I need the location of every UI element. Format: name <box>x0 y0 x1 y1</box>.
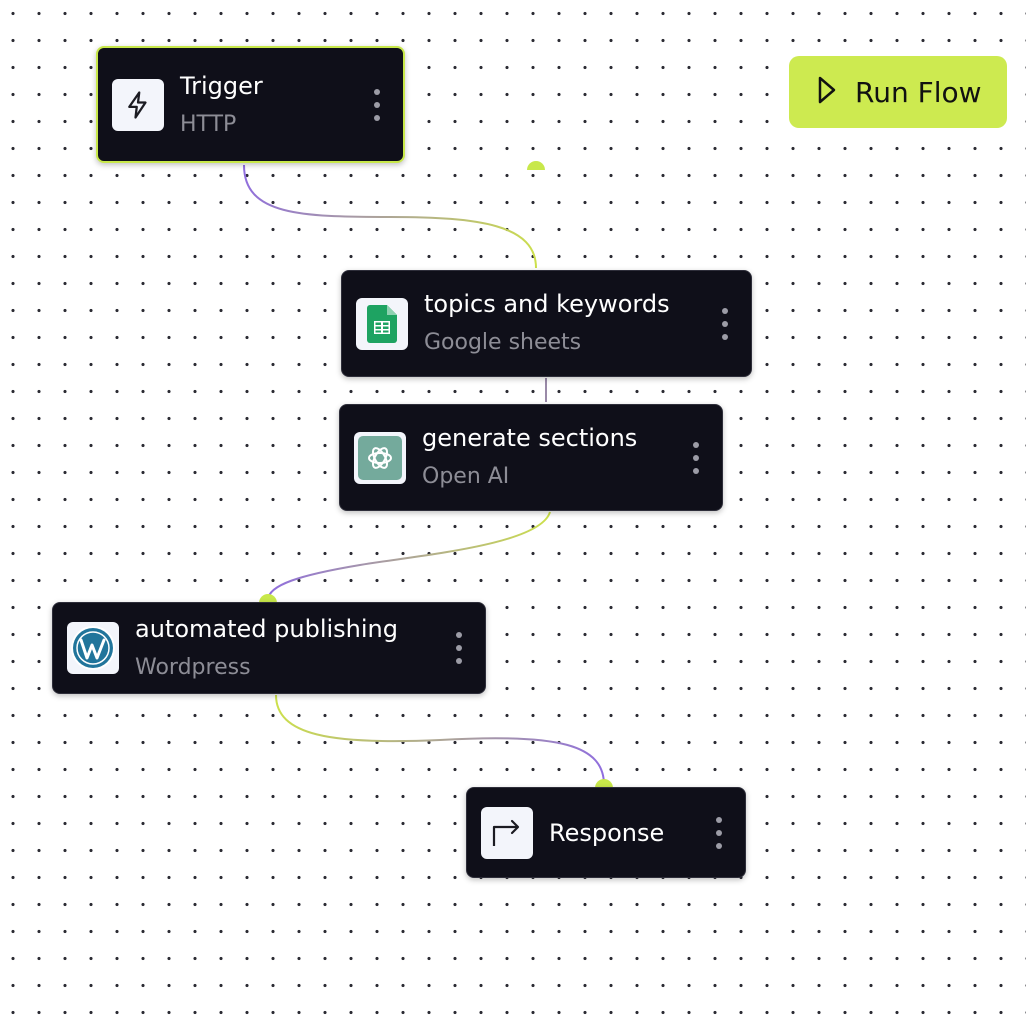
more-options-icon[interactable] <box>692 441 700 474</box>
edge-trigger-to-topics <box>243 164 537 269</box>
edge-generate-to-publishing <box>267 511 551 601</box>
run-flow-button[interactable]: Run Flow <box>789 56 1007 128</box>
node-title: topics and keywords <box>424 290 670 318</box>
node-title: generate sections <box>422 424 638 452</box>
more-options-icon[interactable] <box>455 632 463 664</box>
lightning-bolt-icon <box>112 78 164 131</box>
node-trigger[interactable]: Trigger HTTP <box>96 46 405 163</box>
openai-icon <box>354 431 406 484</box>
run-flow-label: Run Flow <box>855 75 982 109</box>
node-subtitle: Open AI <box>422 464 510 489</box>
return-arrow-icon <box>481 806 533 859</box>
node-subtitle: Google sheets <box>424 330 582 355</box>
node-response[interactable]: Response <box>466 787 746 878</box>
node-title: Trigger <box>180 72 263 100</box>
node-subtitle: HTTP <box>180 112 237 137</box>
node-title: Response <box>549 819 665 847</box>
connector-handle-topics[interactable] <box>527 161 545 170</box>
more-options-icon[interactable] <box>721 307 729 340</box>
node-title: automated publishing <box>135 615 398 643</box>
node-topics-and-keywords[interactable]: topics and keywords Google sheets <box>341 270 752 377</box>
more-options-icon[interactable] <box>373 88 381 121</box>
node-generate-sections[interactable]: generate sections Open AI <box>339 404 723 511</box>
node-subtitle: Wordpress <box>135 655 251 680</box>
play-icon <box>817 75 837 109</box>
edge-publishing-to-response <box>275 694 605 786</box>
node-automated-publishing[interactable]: automated publishing Wordpress <box>52 602 486 694</box>
more-options-icon[interactable] <box>715 816 723 849</box>
wordpress-icon <box>67 622 119 674</box>
google-sheets-icon <box>356 297 408 350</box>
